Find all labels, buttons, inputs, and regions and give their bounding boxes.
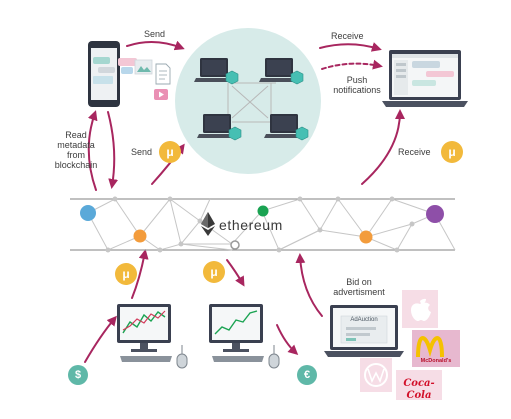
chat-message-icon xyxy=(118,58,137,74)
mu-symbol: μ xyxy=(448,145,456,159)
coca-cola-wordmark: Coca-Cola xyxy=(403,378,435,401)
video-message-icon xyxy=(154,89,168,100)
mu-token-receive xyxy=(441,141,463,163)
receive-mu-label: Receive xyxy=(398,147,431,157)
mesh-nodes xyxy=(105,196,415,253)
laptop-icon xyxy=(259,58,304,85)
dollar-symbol: $ xyxy=(74,369,82,381)
node-orange-right xyxy=(359,230,373,244)
euro-token xyxy=(297,365,317,385)
mu-token-middle xyxy=(203,261,225,283)
send-label: Send xyxy=(144,29,166,39)
laptop-icon xyxy=(197,114,242,141)
mu-token-left xyxy=(115,263,137,285)
network-hub xyxy=(175,28,321,174)
apple-logo-icon xyxy=(402,290,438,328)
send-mu-label: Send xyxy=(131,147,153,157)
document-icon xyxy=(155,63,171,85)
read-metadata-label: Read metadata from blockchain xyxy=(54,130,98,170)
node-orange-left xyxy=(133,229,147,243)
laptop-icon xyxy=(194,58,239,85)
mu-symbol: μ xyxy=(122,267,130,281)
vw-logo-icon xyxy=(360,358,392,392)
ad-auction-laptop-icon xyxy=(324,305,404,357)
flow-arrows xyxy=(84,40,405,363)
desktop-chart-icon xyxy=(209,304,280,369)
image-message-icon xyxy=(134,59,153,75)
mcdonalds-wordmark: McDonald's xyxy=(420,358,452,364)
node-purple xyxy=(426,205,444,223)
ethereum-wordmark: ethereum xyxy=(219,217,283,233)
push-notifications-label: Push notifications xyxy=(333,75,381,95)
euro-symbol: € xyxy=(303,369,311,381)
node-blue xyxy=(80,205,96,221)
desktop-chart-icon xyxy=(117,304,188,369)
bid-on-advertisment-label: Bid on advertisment xyxy=(333,277,385,297)
node-hollow xyxy=(230,240,240,250)
ethereum-diamond-icon xyxy=(201,212,215,236)
network-connections xyxy=(227,82,276,123)
coca-cola-logo-icon xyxy=(396,370,442,400)
smartphone-icon xyxy=(88,41,120,107)
receive-label: Receive xyxy=(331,31,364,41)
receiver-laptop-icon xyxy=(382,50,468,107)
dollar-token xyxy=(68,365,88,385)
laptop-icon xyxy=(264,114,309,141)
mu-token-send xyxy=(159,141,181,163)
ad-auction-title: AdAuction xyxy=(350,317,378,323)
mu-symbol: μ xyxy=(166,145,174,159)
node-green xyxy=(257,205,269,217)
blockchain-band xyxy=(70,196,456,253)
mu-symbol: μ xyxy=(210,265,218,279)
mcdonalds-logo-icon xyxy=(412,330,460,367)
